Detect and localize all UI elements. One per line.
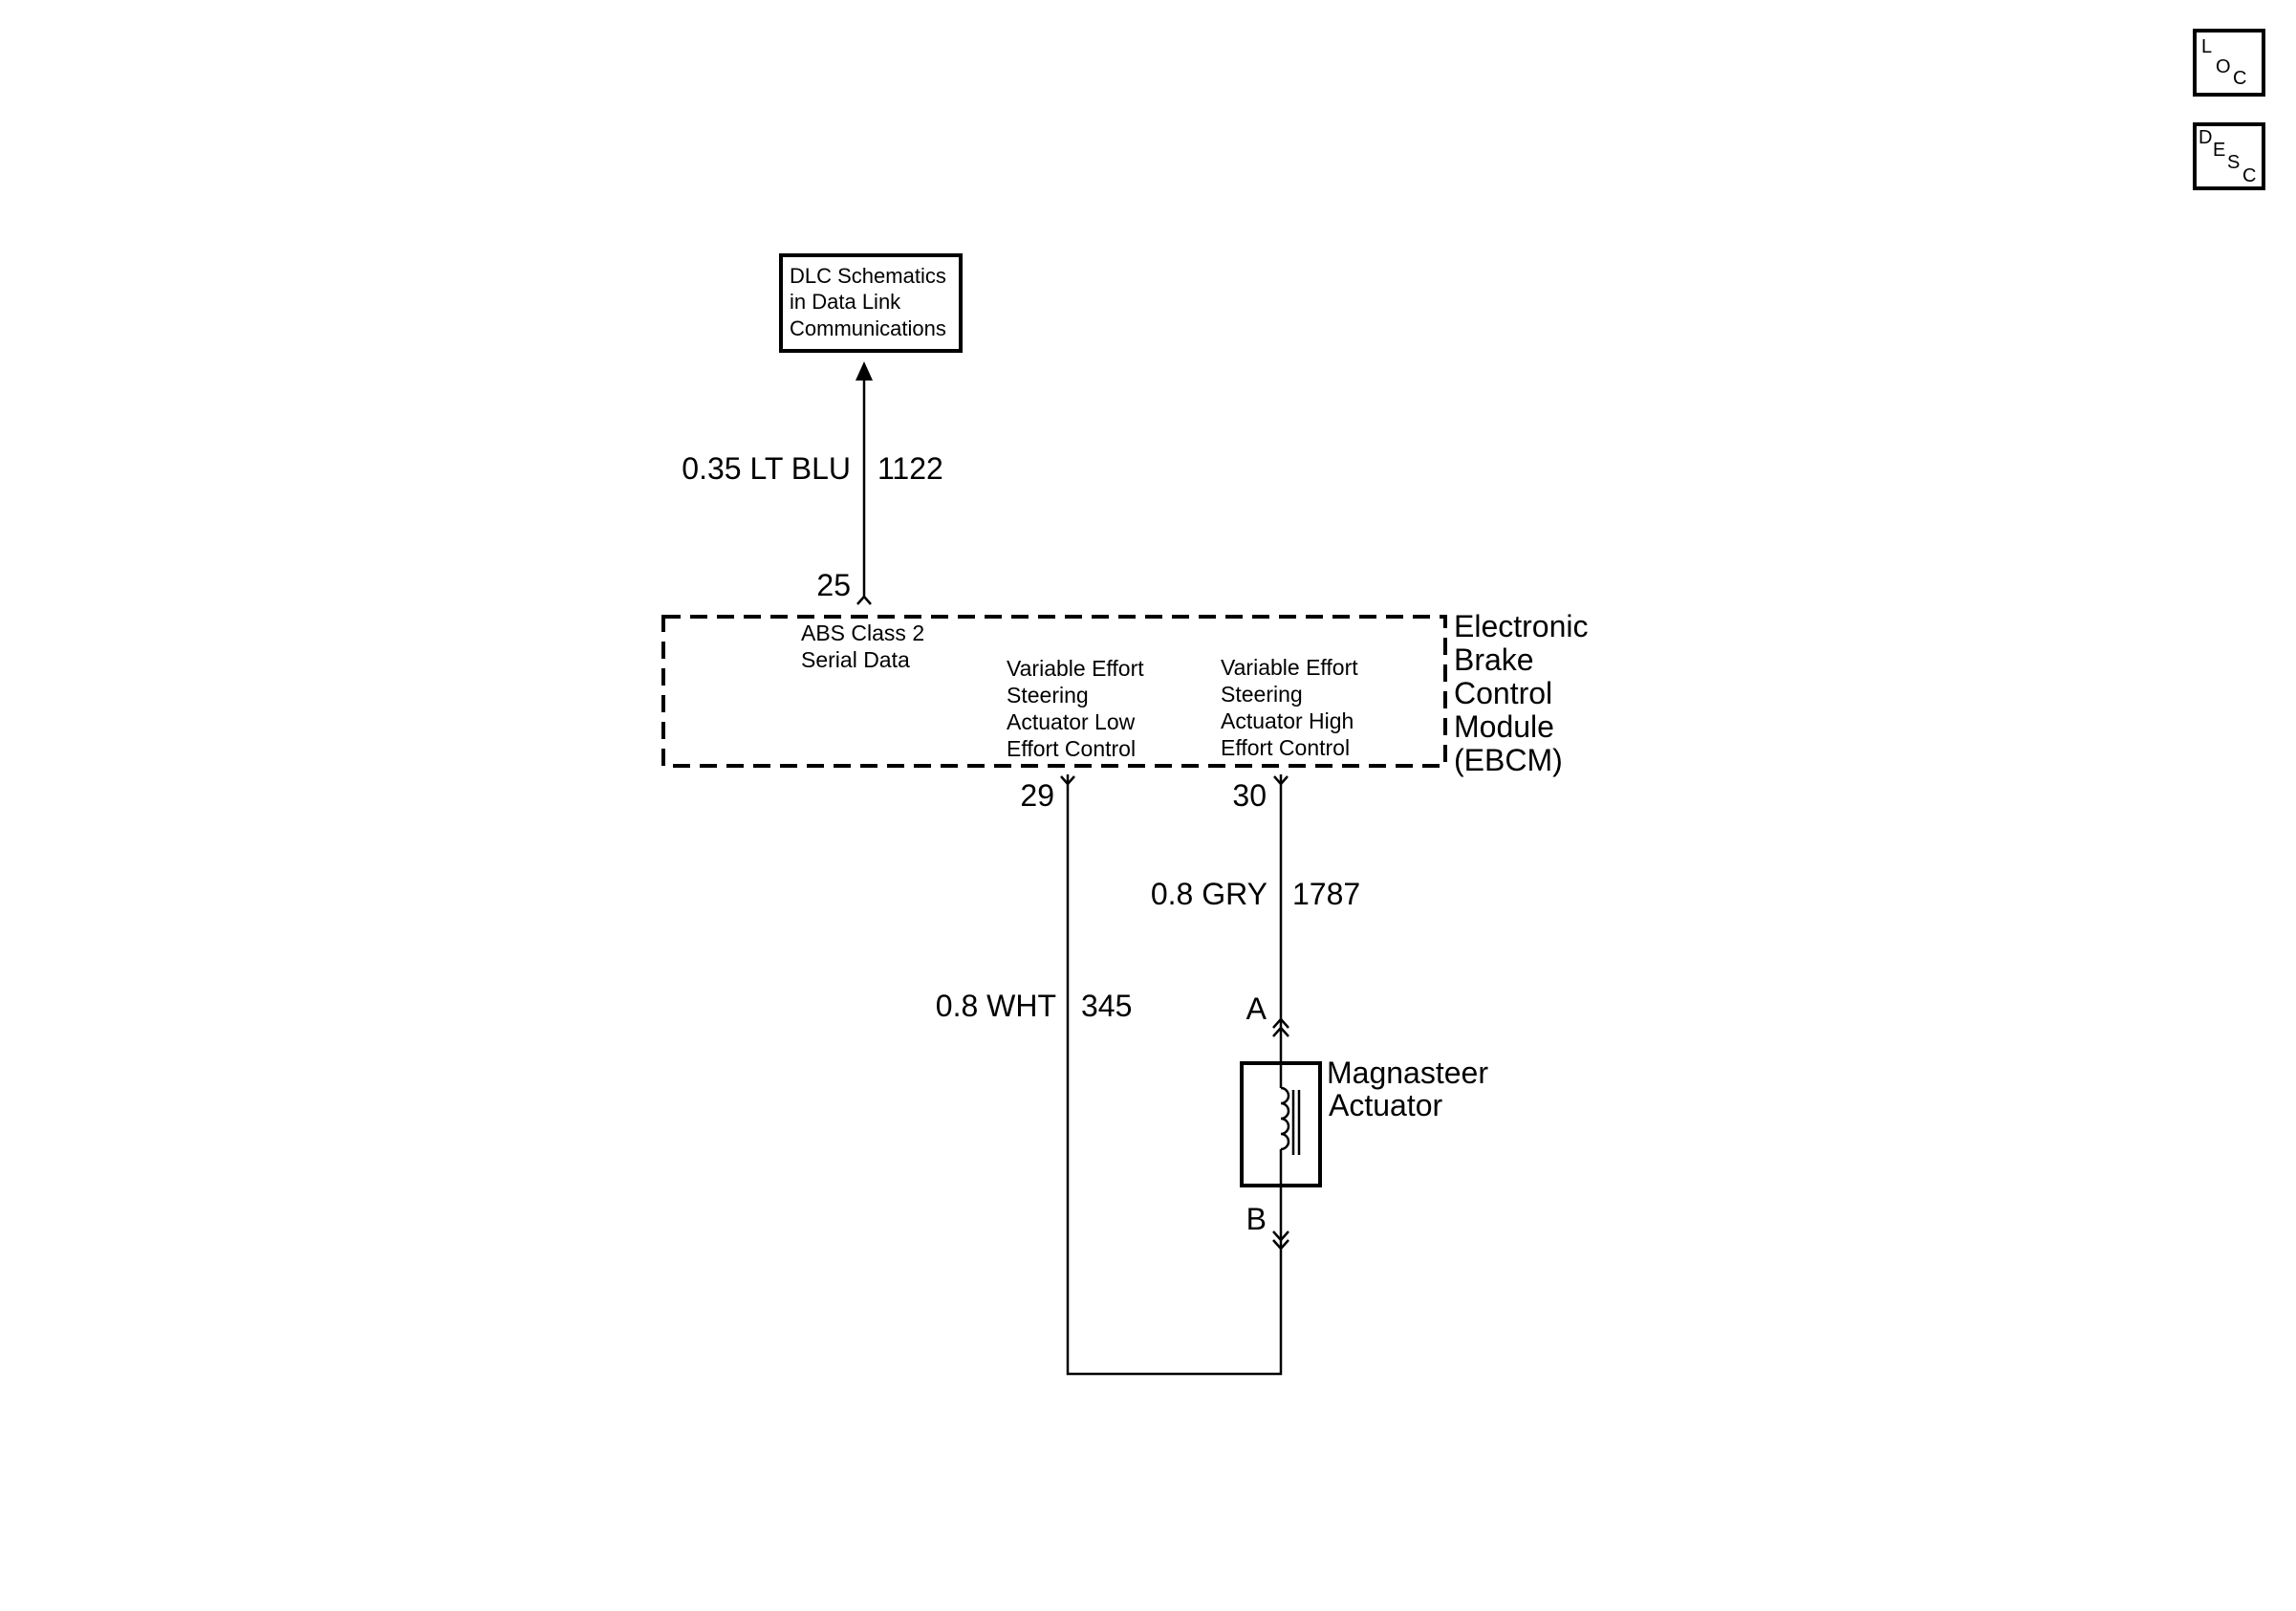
connector-pin-icon: [1060, 775, 1075, 786]
svg-text:Effort Control: Effort Control: [1007, 736, 1136, 761]
high-effort-control-label: Variable Effort Steering Actuator High E…: [1221, 655, 1358, 760]
connector-b-label: B: [1246, 1202, 1267, 1236]
high-wire-gauge-color: 0.8 GRY: [1151, 877, 1267, 911]
desc-icon-letter: D: [2199, 127, 2212, 148]
connector-pin-icon: [856, 595, 872, 605]
connector-a-icon[interactable]: [1272, 1017, 1289, 1063]
svg-text:Magnasteer: Magnasteer: [1327, 1056, 1488, 1090]
dlc-box-line: in Data Link: [790, 290, 901, 314]
serial-data-label: ABS Class 2 Serial Data: [801, 620, 924, 672]
loc-icon-letter: C: [2233, 68, 2246, 89]
serial-data-wire[interactable]: [856, 361, 873, 605]
loc-icon-letter: L: [2201, 36, 2212, 57]
connector-pin-icon: [1273, 775, 1289, 786]
desc-icon-letter: S: [2227, 152, 2240, 173]
actuator-title: Magnasteer Actuator: [1327, 1056, 1488, 1122]
coil-icon: [1280, 1086, 1290, 1151]
high-effort-wire[interactable]: [1273, 774, 1289, 1028]
svg-text:ABS Class 2: ABS Class 2: [801, 620, 924, 645]
svg-text:Steering: Steering: [1007, 683, 1089, 708]
desc-icon[interactable]: D E S C: [2193, 122, 2265, 190]
connector-b-icon[interactable]: [1272, 1186, 1289, 1251]
svg-text:Module: Module: [1454, 709, 1554, 744]
connector-a-label: A: [1246, 991, 1267, 1026]
serial-wire-circuit: 1122: [877, 451, 943, 486]
svg-text:Effort Control: Effort Control: [1221, 735, 1350, 760]
serial-wire-gauge-color: 0.35 LT BLU: [682, 451, 851, 486]
low-effort-control-label: Variable Effort Steering Actuator Low Ef…: [1007, 656, 1144, 761]
svg-text:Serial Data: Serial Data: [801, 647, 910, 672]
high-wire-pin: 30: [1232, 778, 1267, 813]
svg-text:Steering: Steering: [1221, 682, 1303, 707]
svg-text:(EBCM): (EBCM): [1454, 743, 1563, 777]
svg-text:Actuator High: Actuator High: [1221, 708, 1354, 733]
svg-text:Control: Control: [1454, 676, 1552, 710]
svg-text:Variable Effort: Variable Effort: [1007, 656, 1144, 681]
desc-icon-letter: C: [2242, 165, 2256, 186]
low-wire-pin: 29: [1020, 778, 1054, 813]
loc-icon[interactable]: L O C: [2193, 29, 2265, 97]
loc-icon-letter: O: [2216, 56, 2231, 77]
serial-wire-pin: 25: [816, 568, 851, 602]
ebcm-module-outline[interactable]: [661, 615, 1447, 768]
low-wire-circuit: 345: [1081, 989, 1132, 1023]
dlc-reference-box[interactable]: DLC Schematics in Data Link Communicatio…: [779, 253, 963, 353]
dlc-box-line: Communications: [790, 316, 946, 340]
arrow-up-icon: [856, 361, 873, 381]
ebcm-title: Electronic Brake Control Module (EBCM): [1454, 609, 1589, 777]
desc-icon-letter: E: [2213, 140, 2225, 161]
svg-text:Actuator Low: Actuator Low: [1007, 709, 1136, 734]
svg-text:Electronic: Electronic: [1454, 609, 1589, 643]
svg-text:Actuator: Actuator: [1329, 1088, 1443, 1122]
svg-text:Variable Effort: Variable Effort: [1221, 655, 1358, 680]
magnasteer-actuator[interactable]: [1240, 1061, 1322, 1187]
high-wire-circuit: 1787: [1292, 877, 1360, 911]
dlc-box-line: DLC Schematics: [790, 264, 946, 288]
svg-text:Brake: Brake: [1454, 642, 1534, 677]
low-wire-gauge-color: 0.8 WHT: [936, 989, 1056, 1023]
low-effort-wire[interactable]: [1060, 774, 1283, 1376]
